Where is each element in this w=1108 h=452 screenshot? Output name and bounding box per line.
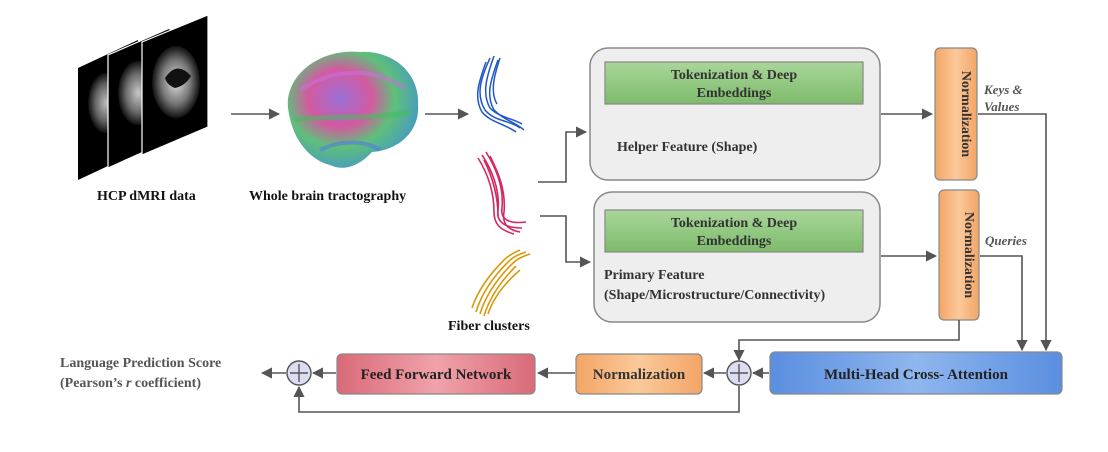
output-label-line1: Language Prediction Score [60,356,221,371]
helper-tokenization-box [604,61,864,105]
output-label-line2-a: (Pearson’s [60,376,126,391]
add-operator-right-icon [726,360,752,386]
normalization-label: Normalization [593,367,686,383]
tractography-label: Whole brain tractography [249,189,406,204]
helper-tokenization-line1: Tokenization & Deep [671,68,797,83]
normalization-box [575,353,703,395]
helper-normalization-box [934,47,978,181]
mri-slices-image [78,14,209,180]
arrow-residual-to-plus-left [293,385,740,413]
primary-feature-line1: Primary Feature [604,268,704,283]
yellow-fiber-cluster-image [471,249,531,317]
keys-values-line2: Values [984,99,1019,114]
output-label-line2: (Pearson’s r coefficient) [60,376,201,391]
arrow-to-helper-feature [538,126,588,183]
red-fiber-cluster-image [477,151,527,235]
primary-feature-line2: (Shape/Microstructure/Connectivity) [604,288,825,303]
keys-values-line1: Keys & [983,82,1023,97]
arrow-queries-to-attention [980,255,1028,352]
brain-tractography-image [287,51,419,168]
feed-forward-box [336,353,536,395]
queries-label: Queries [985,233,1027,248]
primary-tokenization-line2: Embeddings [697,234,772,249]
arrow-keys-values-to-attention [978,113,1052,352]
output-label-line2-r: r [126,376,132,391]
helper-tokenization-line2: Embeddings [697,86,772,101]
helper-normalization-label: Normalization [958,71,973,158]
arrow-residual-to-plus-right [733,320,960,362]
primary-normalization-label: Normalization [961,212,976,299]
blue-fiber-cluster-image [476,55,525,133]
arrow-to-primary-feature [540,215,592,268]
helper-feature-label: Helper Feature (Shape) [617,140,758,155]
feed-forward-label: Feed Forward Network [361,367,512,383]
multi-head-attention-label: Multi-Head Cross- Attention [824,367,1009,383]
primary-tokenization-box [604,209,864,253]
primary-tokenization-line1: Tokenization & Deep [671,216,797,231]
output-label-line2-b: coefficient) [131,376,201,391]
fiber-clusters-label: Fiber clusters [448,319,530,334]
hcp-label: HCP dMRI data [97,189,196,204]
multi-head-attention-box [769,351,1063,395]
add-operator-left-icon [286,360,312,386]
